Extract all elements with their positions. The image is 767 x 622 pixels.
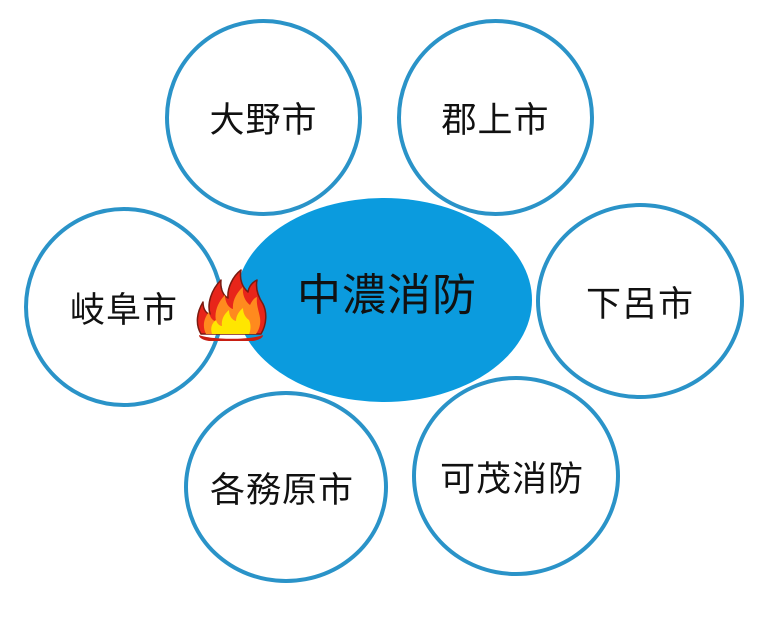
node-kamo-label: 可茂消防 [439, 459, 584, 500]
node-kamo: 可茂消防 [412, 376, 620, 576]
node-gero-label: 下呂市 [585, 284, 694, 325]
node-gujo-label: 郡上市 [441, 101, 550, 141]
node-gero: 下呂市 [536, 203, 744, 399]
node-kakamigahara: 各務原市 [184, 391, 388, 583]
node-ono: 大野市 [165, 19, 362, 216]
center-label: 中濃消防 [297, 270, 477, 321]
fire-icon [196, 269, 267, 341]
node-ono-label: 大野市 [209, 101, 318, 141]
node-kakamigahara-label: 各務原市 [209, 470, 354, 511]
node-gifu-label: 岐阜市 [69, 290, 178, 331]
node-gifu: 岐阜市 [24, 207, 224, 407]
node-gujo: 郡上市 [397, 19, 594, 216]
center-ellipse: 中濃消防 [236, 198, 532, 402]
